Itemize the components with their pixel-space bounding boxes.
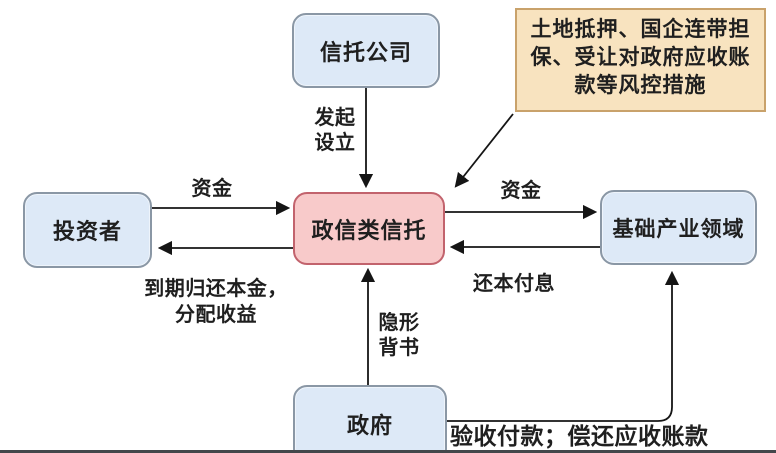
node-government: 政府	[293, 385, 447, 453]
arrow-risk-measures	[454, 113, 514, 188]
edge-label-return-principal: 到期归还本金，分配收益	[144, 278, 288, 326]
bottom-crop-strip	[0, 450, 776, 453]
edge-label-funds-right: 资金	[500, 180, 542, 202]
arrow-acceptance-payment	[447, 270, 680, 422]
edge-label-acceptance-payment: 验收付款；偿还应收账款	[450, 423, 709, 449]
node-trust-company: 信托公司	[292, 13, 440, 88]
edge-label-initiate: 发起设立	[314, 107, 356, 154]
edge-label-repay-interest: 还本付息	[473, 273, 555, 295]
node-industry: 基础产业领域	[600, 190, 757, 265]
node-investor: 投资者	[23, 192, 152, 268]
edge-label-implicit-endorsement: 隐形背书	[378, 312, 420, 359]
node-risk-note: 土地抵押、国企连带担保、受让对政府应收账款等风控措施	[515, 8, 766, 112]
edge-label-funds-left: 资金	[191, 178, 233, 200]
node-trust-center: 政信类信托	[293, 192, 445, 265]
